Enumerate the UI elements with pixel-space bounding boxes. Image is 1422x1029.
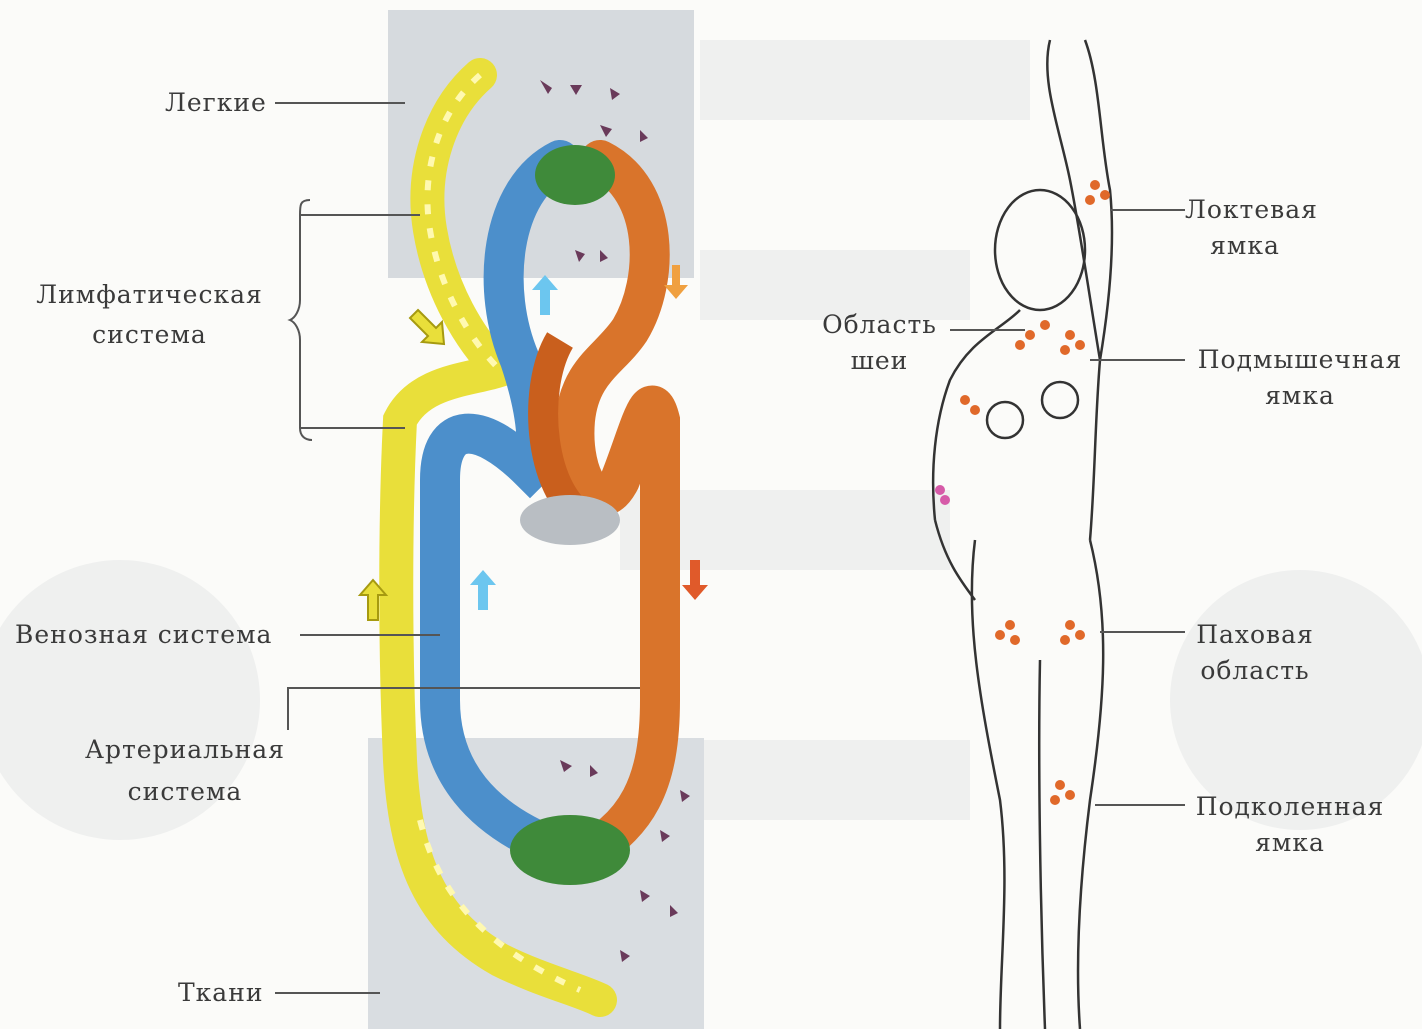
label-lungs: Легкие bbox=[165, 88, 267, 118]
label-axillary-line1: Подмышечная bbox=[1185, 345, 1415, 375]
label-elbow-fossa: Локтевая ямка bbox=[1185, 195, 1305, 261]
tissue-capillary-network bbox=[510, 815, 630, 885]
label-tissues: Ткани bbox=[178, 978, 264, 1008]
label-arterial-line1: Артериальная bbox=[75, 735, 295, 765]
label-lymphatic-line1: Лимфатическая bbox=[22, 280, 277, 310]
label-arterial-system: Артериальная система bbox=[75, 735, 295, 807]
label-neck-region: Область шеи bbox=[812, 310, 947, 376]
label-inguinal-line1: Паховая bbox=[1185, 620, 1325, 650]
label-inguinal-line2: область bbox=[1185, 656, 1325, 686]
label-axillary-line2: ямка bbox=[1185, 381, 1415, 411]
heart-base bbox=[520, 495, 620, 545]
label-elbow-line2: ямка bbox=[1185, 231, 1305, 261]
label-popliteal-fossa: Подколенная ямка bbox=[1185, 792, 1395, 858]
label-neck-line1: Область bbox=[812, 310, 947, 340]
label-elbow-line1: Локтевая bbox=[1185, 195, 1305, 225]
label-lymphatic-line2: система bbox=[22, 320, 277, 350]
lung-capillary-network bbox=[535, 145, 615, 205]
label-venous-system: Венозная система bbox=[15, 620, 272, 650]
label-arterial-line2: система bbox=[75, 777, 295, 807]
human-figure bbox=[933, 40, 1112, 1029]
label-popliteal-line1: Подколенная bbox=[1185, 792, 1395, 822]
label-inguinal-region: Паховая область bbox=[1185, 620, 1325, 686]
label-axillary-fossa: Подмышечная ямка bbox=[1185, 345, 1415, 411]
label-neck-line2: шеи bbox=[812, 346, 947, 376]
label-lymphatic-system: Лимфатическая система bbox=[22, 280, 277, 350]
label-popliteal-line2: ямка bbox=[1185, 828, 1395, 858]
background-ghost bbox=[0, 40, 1422, 840]
